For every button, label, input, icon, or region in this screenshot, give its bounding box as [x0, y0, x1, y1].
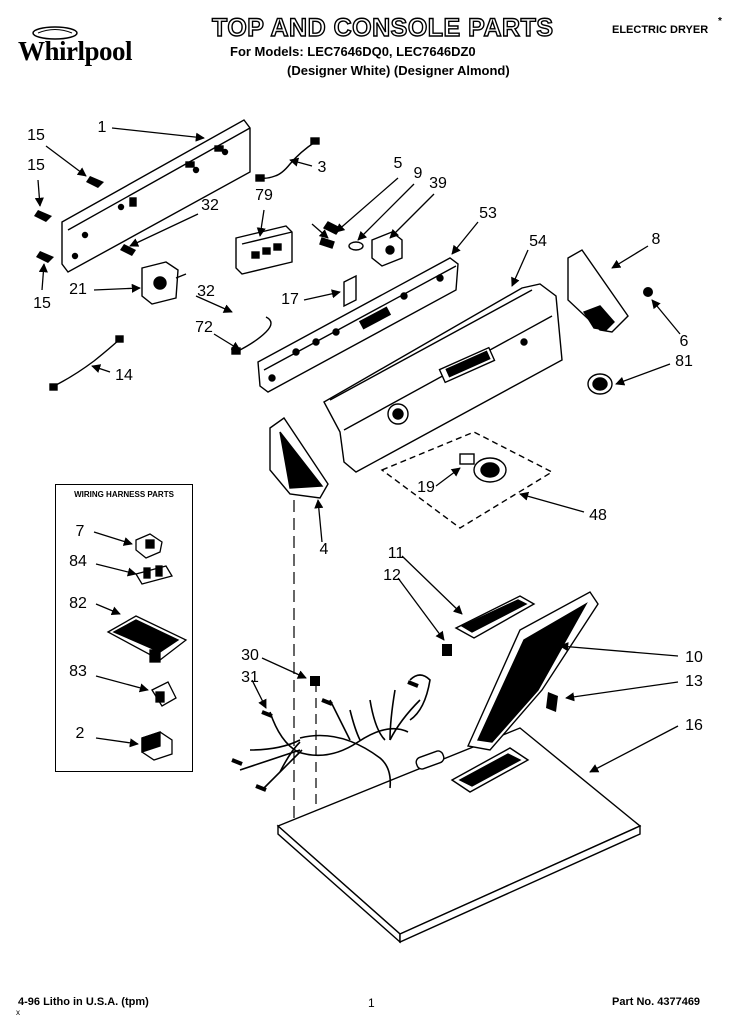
bracket-17: [343, 274, 357, 308]
part-number: Part No. 4377469: [612, 996, 701, 1008]
clip-30: [310, 676, 320, 686]
connector-2: [141, 731, 173, 761]
callout-label: 82: [69, 595, 87, 612]
end-cap-8: [567, 249, 629, 333]
callout-label: 21: [69, 281, 87, 298]
leader-lines: [34, 127, 681, 773]
callout-label: 14: [115, 367, 133, 384]
callout-label: 11: [387, 545, 405, 562]
wiring-harness-title: WIRING HARNESS PARTS: [74, 490, 174, 499]
callout-label: 15: [27, 127, 45, 144]
footer-litho: 4-96 Litho in U.S.A. (tpm): [18, 996, 149, 1008]
lint-housing: [450, 747, 530, 793]
timer-21: [141, 261, 187, 305]
asterisk-mark: *: [718, 16, 722, 27]
callout-label: 83: [69, 663, 87, 680]
end-cap-4: [269, 417, 329, 499]
callout-label: 12: [383, 567, 401, 584]
callout-label: 81: [675, 353, 693, 370]
callout-label: 6: [679, 333, 689, 350]
callout-label: 53: [479, 205, 497, 222]
screw-13: [546, 692, 558, 712]
callout-label: 32: [197, 283, 215, 300]
wiring-harness-box: [55, 484, 193, 772]
connector-7: [135, 533, 163, 559]
callout-label: 10: [685, 649, 703, 666]
wire-lead-14: [49, 335, 124, 391]
console-54: [323, 283, 563, 473]
callout-label: 2: [75, 725, 85, 742]
appliance-type: ELECTRIC DRYER: [612, 24, 709, 36]
model-numbers: For Models: LEC7646DQ0, LEC7646DZ0: [230, 44, 476, 59]
callout-label: 19: [417, 479, 435, 496]
callout-label: 30: [241, 647, 259, 664]
callout-label: 32: [201, 197, 219, 214]
callout-label: 7: [75, 523, 85, 540]
callout-label: 4: [319, 541, 329, 558]
top-panel-16: [276, 727, 642, 944]
model-colors: (Designer White) (Designer Almond): [287, 63, 510, 78]
callout-label: 17: [281, 291, 299, 308]
callout-label: 84: [69, 553, 87, 570]
screw-15-parts: [34, 176, 136, 263]
wire-lead-3: [255, 137, 320, 182]
callout-label: 79: [255, 187, 273, 204]
callout-label: 3: [317, 159, 327, 176]
callout-label: 72: [195, 319, 213, 336]
callout-label: 8: [651, 231, 661, 248]
callout-label: 31: [241, 669, 259, 686]
knob-81: [587, 373, 613, 395]
knob-48-assembly: [380, 431, 554, 529]
callout-label: 1: [97, 119, 107, 136]
connector-83: [151, 681, 177, 707]
console-bracket-53: [257, 257, 459, 393]
clip-12: [442, 644, 452, 656]
callout-label: 48: [589, 507, 607, 524]
wire-harness-31: [231, 674, 431, 792]
connector-84: [134, 565, 174, 585]
callout-label: 39: [429, 175, 447, 192]
connector-82: [106, 615, 188, 663]
control-board-79: [235, 225, 293, 275]
whirlpool-logo: [32, 26, 78, 40]
callout-label: 54: [529, 233, 547, 250]
callout-label: 15: [27, 157, 45, 174]
screw-6: [643, 287, 653, 297]
rear-control-panel: [61, 119, 251, 273]
callout-label: 9: [413, 165, 423, 182]
screw-washer-switch: [319, 221, 403, 267]
callout-label: 15: [33, 295, 51, 312]
callout-label: 13: [685, 673, 703, 690]
callout-label: 16: [685, 717, 703, 734]
brand-logo: Whirlpool: [18, 36, 133, 66]
page-number: 1: [368, 996, 375, 1010]
callout-label: 5: [393, 155, 403, 172]
footer-mark: x: [16, 1008, 20, 1017]
page-title: TOP AND CONSOLE PARTS: [211, 13, 554, 42]
lint-screen-11: [454, 595, 536, 639]
